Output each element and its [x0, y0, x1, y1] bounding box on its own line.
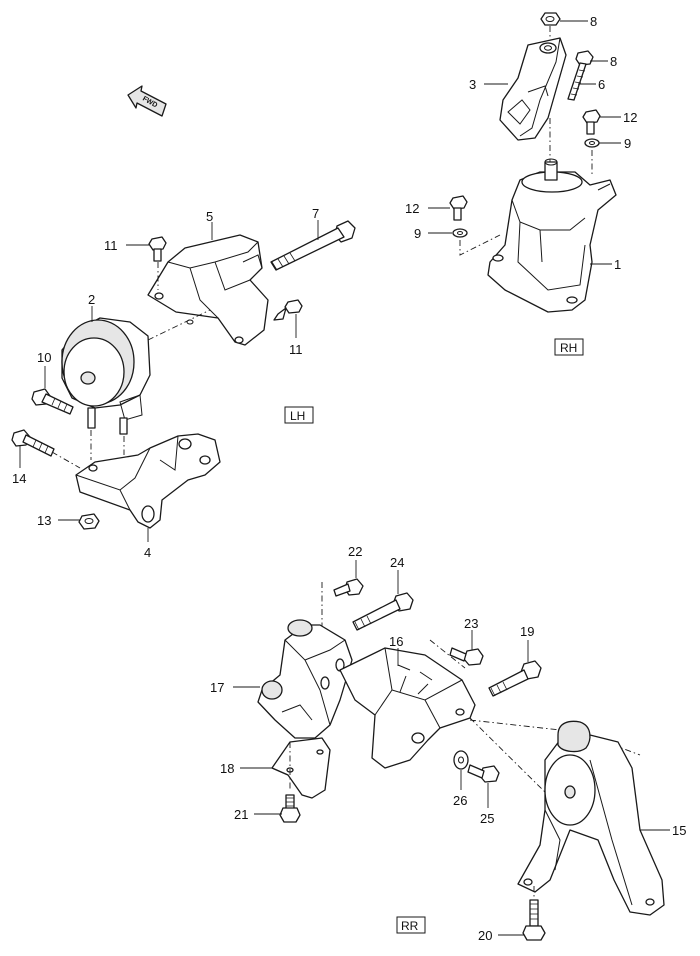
svg-text:RR: RR: [401, 919, 419, 933]
callout-18: 18: [220, 761, 234, 776]
callout-19: 19: [520, 624, 534, 639]
callout-1: 1: [614, 257, 621, 272]
callout-11: 11: [104, 238, 118, 253]
washer-icon: [452, 228, 468, 238]
bolt-icon: [582, 109, 601, 135]
callout-15: 15: [672, 823, 686, 838]
section-label-rr: RR: [396, 916, 426, 934]
fwd-arrow-icon: FWD: [127, 85, 167, 117]
callout-9: 9: [624, 136, 631, 151]
callout-22: 22: [348, 544, 362, 559]
svg-text:LH: LH: [290, 409, 305, 423]
callout-12: 12: [623, 110, 637, 125]
callout-numbers: 8 8 6 3 12 9 12 9 1 5 7 11 11 2 10 14 13…: [12, 14, 686, 943]
callout-2: 2: [88, 292, 95, 307]
callout-16: 16: [389, 634, 403, 649]
callout-24: 24: [390, 555, 404, 570]
callout-leader-lines: [19, 20, 670, 936]
long-bolt-icon: [270, 220, 356, 271]
callout-7: 7: [312, 206, 319, 221]
callout-5: 5: [206, 209, 213, 224]
bolt-icon: [467, 764, 500, 783]
washer-icon: [584, 138, 600, 148]
callout-26: 26: [453, 793, 467, 808]
nut-icon: [575, 50, 594, 66]
rh-mount-assembly: [449, 12, 617, 313]
bolt-icon: [449, 647, 484, 666]
callout-12: 12: [405, 201, 419, 216]
rr-engine-mount: [517, 720, 665, 916]
callout-6: 6: [598, 77, 605, 92]
callout-23: 23: [464, 616, 478, 631]
rr-mount-assembly: [257, 578, 665, 941]
rh-engine-mount: [487, 158, 617, 313]
bolt-icon: [31, 388, 74, 415]
lh-lower-bracket: [75, 433, 221, 529]
bolt-icon: [449, 195, 468, 221]
long-bolt-icon: [352, 592, 414, 631]
nut-icon: [540, 12, 561, 26]
lh-mount-assembly: [11, 220, 356, 530]
callout-13: 13: [37, 513, 51, 528]
lh-engine-mount: [61, 317, 151, 435]
section-label-rh: RH: [554, 338, 584, 356]
callout-4: 4: [144, 545, 151, 560]
rr-mount-plate: [271, 737, 331, 799]
stud-bolt-icon: [567, 62, 587, 101]
long-bolt-icon: [488, 660, 542, 697]
bolt-icon: [333, 578, 364, 597]
rr-left-bracket: [257, 619, 353, 739]
bolt-icon: [522, 899, 546, 941]
bolt-icon: [11, 429, 55, 457]
callout-25: 25: [480, 811, 494, 826]
callout-10: 10: [37, 350, 51, 365]
svg-text:RH: RH: [560, 341, 577, 355]
bolt-icon: [273, 299, 303, 321]
callout-17: 17: [210, 680, 224, 695]
lh-upper-bracket: [147, 234, 269, 346]
section-label-lh: LH: [284, 406, 314, 424]
callout-3: 3: [469, 77, 476, 92]
callout-11: 11: [289, 342, 303, 357]
callout-9: 9: [414, 226, 421, 241]
bolt-icon: [279, 794, 301, 823]
washer-icon: [453, 750, 469, 770]
callout-8: 8: [610, 54, 617, 69]
bolt-icon: [148, 236, 167, 262]
nut-icon: [78, 513, 100, 530]
callout-21: 21: [234, 807, 248, 822]
rh-upper-bracket: [499, 37, 567, 141]
callout-8: 8: [590, 14, 597, 29]
callout-14: 14: [12, 471, 26, 486]
callout-20: 20: [478, 928, 492, 943]
rr-crossmember-bracket: [339, 647, 476, 769]
